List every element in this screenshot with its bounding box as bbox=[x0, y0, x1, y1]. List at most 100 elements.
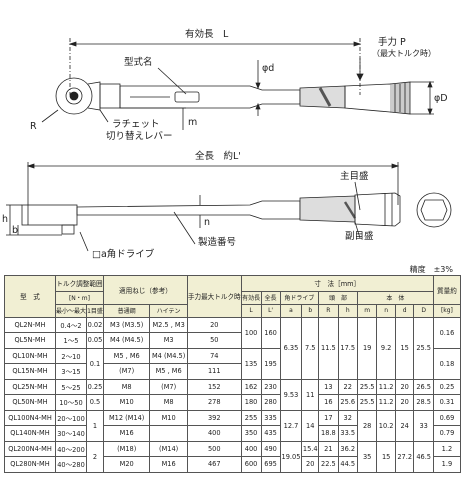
dim-col-a: a bbox=[279, 303, 303, 318]
h-cell: 25.6 bbox=[337, 394, 358, 411]
normal-screw-cell: M4 (M4.5) bbox=[102, 332, 151, 349]
step-cell: 0.02 bbox=[86, 316, 104, 333]
normal-screw-cell: M3 (M3.5) bbox=[102, 316, 151, 333]
total-length-label: 全長 約L' bbox=[195, 151, 241, 162]
b-cell: 11 bbox=[301, 378, 320, 411]
n-cell: 11.2 bbox=[376, 394, 396, 411]
mass-cell: 1.2 bbox=[432, 440, 461, 457]
hiten-screw-cell: (M14) bbox=[149, 440, 188, 457]
table-row: QL200N4-MH 40～200 2 (M18) (M14) 500 400 … bbox=[4, 440, 461, 473]
m-cell: 28 bbox=[356, 409, 378, 442]
n-cell: 10.2 bbox=[376, 409, 396, 442]
step-cell: 2 bbox=[86, 440, 104, 473]
b-label: b bbox=[12, 225, 19, 236]
d-cell: 20 bbox=[394, 394, 415, 411]
table-row: QL50N-MH 10～50 0.5 M10 M8 278 180 280 16… bbox=[4, 394, 461, 411]
Lp-cell: 435 bbox=[260, 425, 281, 442]
model-cell: QL100N4-MH bbox=[4, 409, 56, 426]
Lp-cell: 195 bbox=[260, 347, 281, 380]
Lp-cell: 695 bbox=[260, 456, 281, 473]
model-cell: QL2N-MH bbox=[4, 316, 56, 333]
h-cell: 32 bbox=[337, 409, 358, 426]
square-drive-label: □a角ドライブ bbox=[92, 249, 155, 260]
h-cell: 36.2 bbox=[337, 440, 358, 457]
sub-scale-label: 副目盛 bbox=[345, 231, 374, 242]
phi-D-label: φD bbox=[434, 93, 448, 104]
L-cell: 350 bbox=[240, 425, 262, 442]
hiten-screw-cell: (M7) bbox=[149, 378, 188, 395]
d-cell: 24 bbox=[394, 409, 415, 442]
range-cell: 2～10 bbox=[54, 347, 88, 364]
d-cell: 20 bbox=[394, 378, 415, 395]
normal-screw-cell: M12 (M14) bbox=[102, 409, 151, 426]
model-cell: QL50N-MH bbox=[4, 394, 56, 411]
hiten-screw-cell: M8 bbox=[149, 394, 188, 411]
range-cell: 40～200 bbox=[54, 440, 88, 457]
L-cell: 180 bbox=[240, 394, 262, 411]
model-cell: QL15N-MH bbox=[4, 363, 56, 380]
table-row: QL10N-MH 2～10 0.1 M5 , M6 M4 (M4.5) 74 1… bbox=[4, 347, 461, 380]
hand-force-cell: 278 bbox=[186, 394, 242, 411]
b-cell: 20 bbox=[301, 456, 320, 473]
dim-col-L: L bbox=[240, 303, 262, 318]
hiten-screw-cell: M5 , M6 bbox=[149, 363, 188, 380]
hand-force-cell: 20 bbox=[186, 316, 242, 333]
wrench-drawings bbox=[6, 38, 452, 252]
a-cell: 9.53 bbox=[279, 378, 303, 411]
a-cell: 6.35 bbox=[279, 316, 303, 380]
m-label: m bbox=[188, 117, 198, 128]
dim-col-R: R bbox=[318, 303, 339, 318]
effective-len-header: 有効長 bbox=[240, 290, 262, 305]
dim-col-h: h bbox=[337, 303, 358, 318]
step-cell: 0.25 bbox=[86, 378, 104, 395]
hand-force-cell: 50 bbox=[186, 332, 242, 349]
table-row: QL100N4-MH 20～100 1 M12 (M14) M10 392 25… bbox=[4, 409, 461, 442]
total-len-header: 全長 bbox=[260, 290, 281, 305]
effective-length-label: 有効長 L bbox=[185, 29, 229, 40]
dim-col-Lp: L' bbox=[260, 303, 281, 318]
dim-col-d: d bbox=[394, 303, 415, 318]
serial-no-label: 製造番号 bbox=[198, 237, 237, 248]
hand-force-label: 手力 P bbox=[378, 37, 406, 48]
torque-range-header: トルク調整範囲 bbox=[54, 275, 104, 292]
normal-screw-cell: M5 , M6 bbox=[102, 347, 151, 364]
D-cell: 33 bbox=[413, 409, 434, 442]
hiten-screw-cell: M2.5 , M3 bbox=[149, 316, 188, 333]
dim-col-D: D bbox=[413, 303, 434, 318]
spec-table: 型 式 トルク調整範囲 適用ねじ（参考） 手力最大トルク時 寸 法［mm］ 質量… bbox=[4, 275, 461, 473]
m-cell: 25.5 bbox=[356, 394, 378, 411]
range-cell: 40～280 bbox=[54, 456, 88, 473]
hiten-screw-cell: M16 bbox=[149, 456, 188, 473]
phi-d-label: φd bbox=[262, 63, 275, 74]
mass-unit-header: [kg] bbox=[432, 303, 461, 318]
min-max-header: 最小～最大 bbox=[54, 303, 88, 318]
L-cell: 135 bbox=[240, 347, 262, 380]
normal-screw-cell: M20 bbox=[102, 456, 151, 473]
R-cell: 16 bbox=[318, 394, 339, 411]
normal-screw-cell: M16 bbox=[102, 425, 151, 442]
range-cell: 1～5 bbox=[54, 332, 88, 349]
R-label: R bbox=[30, 121, 37, 132]
model-cell: QL10N-MH bbox=[4, 347, 56, 364]
range-cell: 0.4～2 bbox=[54, 316, 88, 333]
wrench-side-view bbox=[6, 162, 452, 252]
R-cell: 11.5 bbox=[318, 316, 339, 380]
ratchet-label-1: ラチェット bbox=[112, 119, 160, 130]
head-header: 頭 部 bbox=[318, 290, 358, 305]
screw-hiten-header: ハイテン bbox=[149, 303, 188, 318]
table-row: QL2N-MH 0.4～2 0.02 M3 (M3.5) M2.5 , M3 2… bbox=[4, 316, 461, 380]
min-scale-header: 1目盛 bbox=[86, 303, 104, 318]
range-cell: 20～100 bbox=[54, 409, 88, 426]
d-cell: 27.2 bbox=[394, 440, 415, 473]
dim-col-n: n bbox=[376, 303, 396, 318]
a-cell: 19.05 bbox=[279, 440, 303, 473]
R-cell: 13 bbox=[318, 378, 339, 395]
main-scale-label: 主目盛 bbox=[340, 171, 369, 182]
L-cell: 255 bbox=[240, 409, 262, 426]
model-cell: QL280N-MH bbox=[4, 456, 56, 473]
step-cell: 0.5 bbox=[86, 394, 104, 411]
normal-screw-cell: M8 bbox=[102, 378, 151, 395]
normal-screw-cell: (M18) bbox=[102, 440, 151, 457]
range-cell: 10～50 bbox=[54, 394, 88, 411]
R-cell: 21 bbox=[318, 440, 339, 457]
